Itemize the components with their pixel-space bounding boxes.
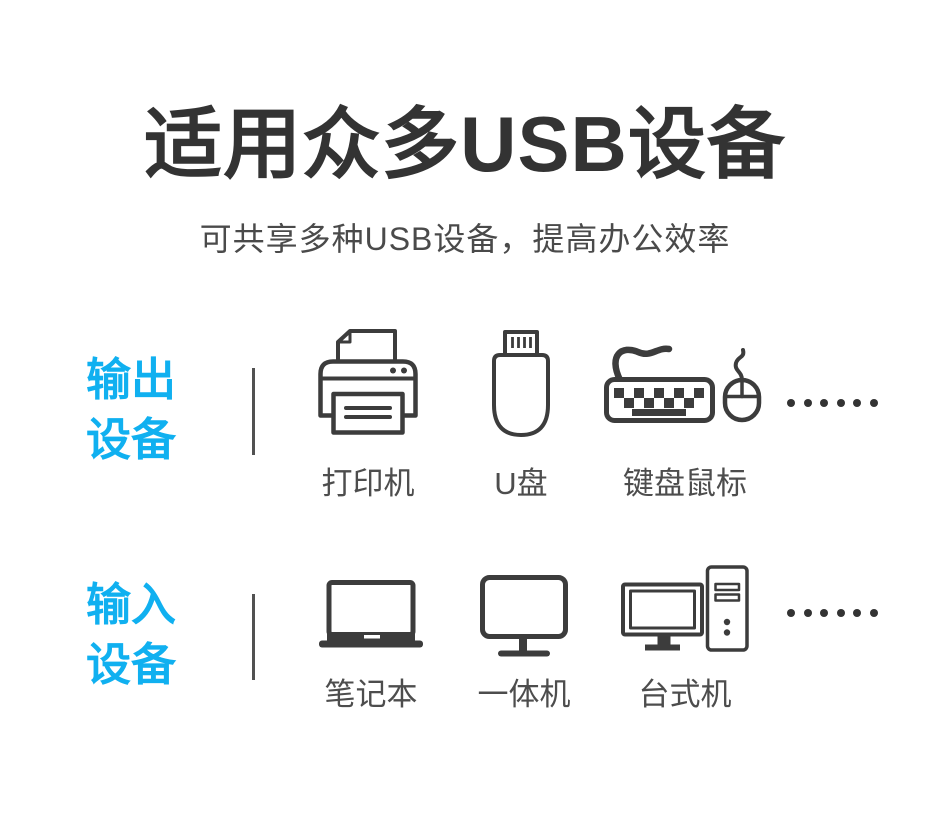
more-devices-dots-icon xyxy=(787,399,878,407)
category-label-output-devices: 输出 设备 xyxy=(86,350,216,470)
category-label-line1: 输出 xyxy=(86,354,177,405)
laptop-icon-box xyxy=(301,560,441,660)
usb-drive-icon xyxy=(492,330,550,437)
category-label-line2: 设备 xyxy=(86,414,177,465)
all-in-one-pc-icon xyxy=(480,575,568,657)
device-label-laptop: 笔记本 xyxy=(324,677,418,712)
desktop-pc-icon xyxy=(621,565,749,652)
category-label-line1: 输入 xyxy=(86,579,177,630)
more-devices-dots-icon xyxy=(787,609,878,617)
device-label-all-in-one: 一体机 xyxy=(477,677,571,712)
category-label-line2: 设备 xyxy=(86,639,177,690)
vertical-divider xyxy=(252,594,255,680)
page-subtitle: 可共享多种USB设备，提高办公效率 xyxy=(199,221,731,257)
device-label-printer: 打印机 xyxy=(321,466,415,501)
device-laptop: 笔记本 xyxy=(301,560,441,714)
printer-icon-box xyxy=(298,329,438,442)
page-title: 适用众多USB设备 xyxy=(144,100,786,188)
vertical-divider xyxy=(252,368,255,455)
device-usb-drive: U盘 xyxy=(451,330,591,503)
all-in-one-icon-box xyxy=(454,560,594,660)
device-keyboard-mouse: 键盘鼠标 xyxy=(600,330,770,503)
category-label-input-devices: 输入 设备 xyxy=(86,575,216,695)
device-label-desktop: 台式机 xyxy=(638,677,732,712)
printer-icon xyxy=(318,329,418,435)
usb-drive-icon-box xyxy=(451,330,591,442)
laptop-icon xyxy=(319,580,423,648)
device-label-keyboard-mouse: 键盘鼠标 xyxy=(623,466,747,501)
desktop-icon-box xyxy=(605,560,765,660)
keyboard-mouse-icon xyxy=(604,345,762,423)
device-printer: 打印机 xyxy=(298,329,438,503)
device-all-in-one: 一体机 xyxy=(454,560,594,714)
device-label-usb-drive: U盘 xyxy=(494,466,548,501)
keyboard-mouse-icon-box xyxy=(600,330,770,442)
device-desktop: 台式机 xyxy=(605,560,765,714)
